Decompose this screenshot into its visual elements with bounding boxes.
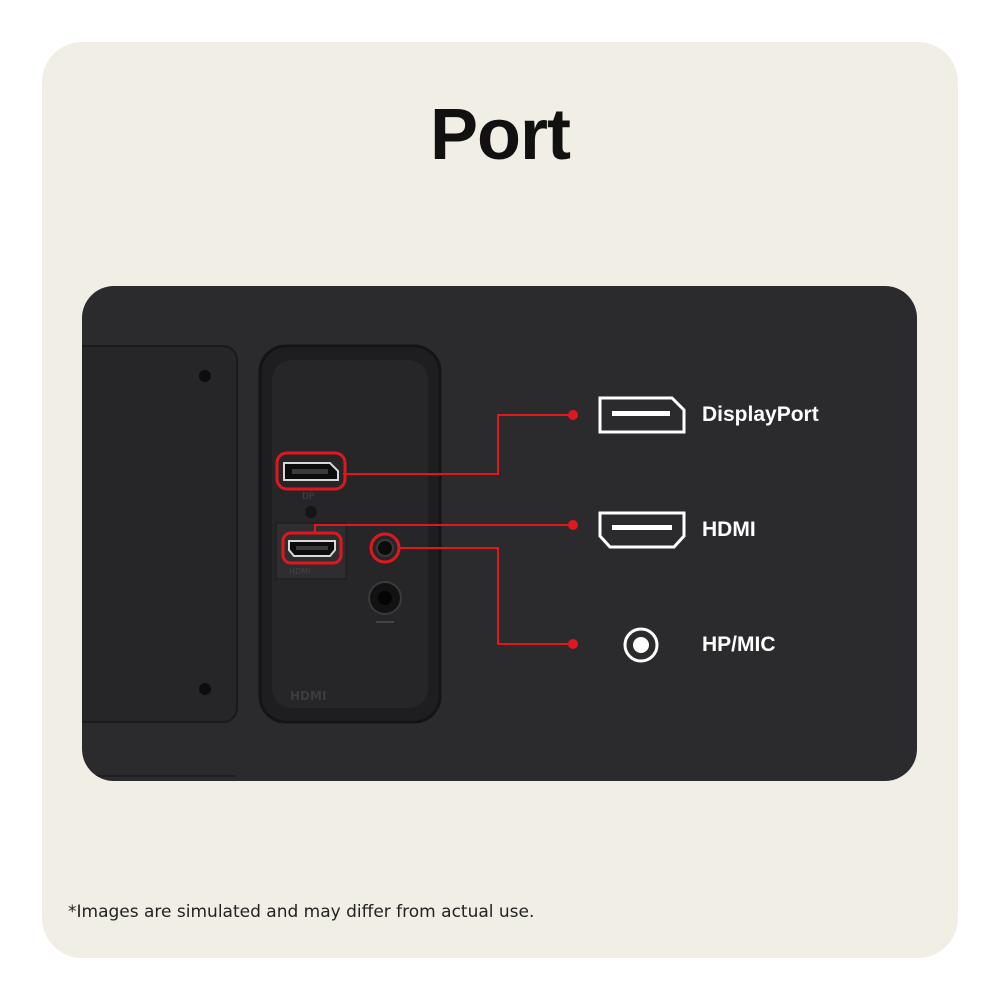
displayport-label: DisplayPort (702, 403, 819, 426)
screw-hole (199, 370, 211, 382)
hp-mic-leader (398, 547, 573, 645)
hdmi-icon (598, 511, 686, 549)
displayport-leader (343, 414, 573, 475)
hdmi-leader (314, 524, 573, 533)
leader-dot (568, 520, 578, 530)
svg-text:HDMI: HDMI (290, 689, 326, 703)
svg-text:DP: DP (302, 492, 315, 502)
svg-text:HDMI: HDMI (289, 567, 310, 576)
headphone-mic-icon (623, 627, 659, 663)
hdmi-connector (281, 531, 343, 565)
hdmi-label: HDMI (702, 518, 756, 541)
power-jack (368, 581, 402, 623)
disclaimer-footnote: *Images are simulated and may differ fro… (68, 902, 535, 922)
displayport-icon (598, 396, 686, 434)
leader-dot (568, 410, 578, 420)
screw-hole (199, 683, 211, 695)
cover-plate (82, 345, 238, 723)
leader-dot (568, 639, 578, 649)
page-title: Port (430, 95, 571, 175)
displayport-connector (275, 451, 347, 491)
hp-mic-label: HP/MIC (702, 633, 776, 656)
